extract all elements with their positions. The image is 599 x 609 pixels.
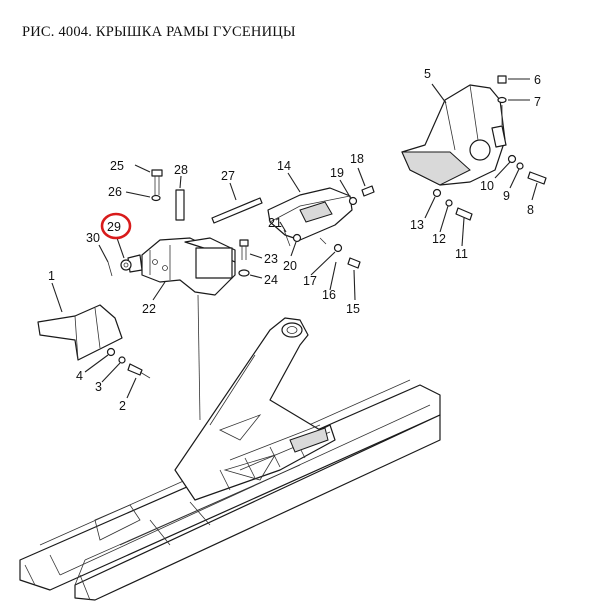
part-5-sprocket-cover xyxy=(401,84,507,186)
bolts-18-21 xyxy=(283,185,375,269)
hardware-8-13 xyxy=(432,154,547,221)
part-14-cover xyxy=(267,187,353,241)
callout-3: 3 xyxy=(95,380,102,394)
callout-26: 26 xyxy=(108,185,122,199)
callout-2: 2 xyxy=(119,399,126,413)
callout-22: 22 xyxy=(142,302,156,316)
washer-26 xyxy=(151,194,161,202)
callout-17: 17 xyxy=(303,274,317,288)
callout-5: 5 xyxy=(424,67,431,81)
callout-21: 21 xyxy=(268,216,282,230)
callout-14: 14 xyxy=(277,159,291,173)
bolt-6-washer-7 xyxy=(497,75,507,125)
callout-4: 4 xyxy=(76,369,83,383)
part-1-cover xyxy=(37,304,123,361)
highlight-ring-29 xyxy=(100,212,132,240)
washer-24 xyxy=(238,269,250,277)
pin-28 xyxy=(175,189,185,221)
callout-23: 23 xyxy=(264,252,278,266)
callout-9: 9 xyxy=(503,189,510,203)
callout-12: 12 xyxy=(432,232,446,246)
callout-18: 18 xyxy=(350,152,364,166)
callout-16: 16 xyxy=(322,288,336,302)
callout-27: 27 xyxy=(221,169,235,183)
callout-10: 10 xyxy=(480,179,494,193)
callout-19: 19 xyxy=(330,166,344,180)
callout-11: 11 xyxy=(455,247,468,261)
callout-28: 28 xyxy=(174,163,188,177)
callout-24: 24 xyxy=(264,273,278,287)
callout-15: 15 xyxy=(346,302,360,316)
bolt-25 xyxy=(151,169,163,195)
callout-13: 13 xyxy=(410,218,424,232)
track-frame xyxy=(19,317,441,601)
callout-30: 30 xyxy=(86,231,100,245)
bolt-assembly-2-4 xyxy=(106,347,151,379)
callout-6: 6 xyxy=(534,73,541,87)
callout-1: 1 xyxy=(48,269,55,283)
nut-29 xyxy=(120,259,132,271)
callout-8: 8 xyxy=(527,203,534,217)
callout-25: 25 xyxy=(110,159,124,173)
bolt-27 xyxy=(211,197,263,224)
part-22-bracket xyxy=(127,237,236,296)
callout-7: 7 xyxy=(534,95,541,109)
callout-20: 20 xyxy=(283,259,297,273)
figure-title: РИС. 4004. КРЫШКА РАМЫ ГУСЕНИЦЫ xyxy=(22,24,296,40)
bolt-23 xyxy=(239,239,249,260)
washer-30 xyxy=(107,261,113,277)
callout-29: 29 xyxy=(107,220,121,234)
